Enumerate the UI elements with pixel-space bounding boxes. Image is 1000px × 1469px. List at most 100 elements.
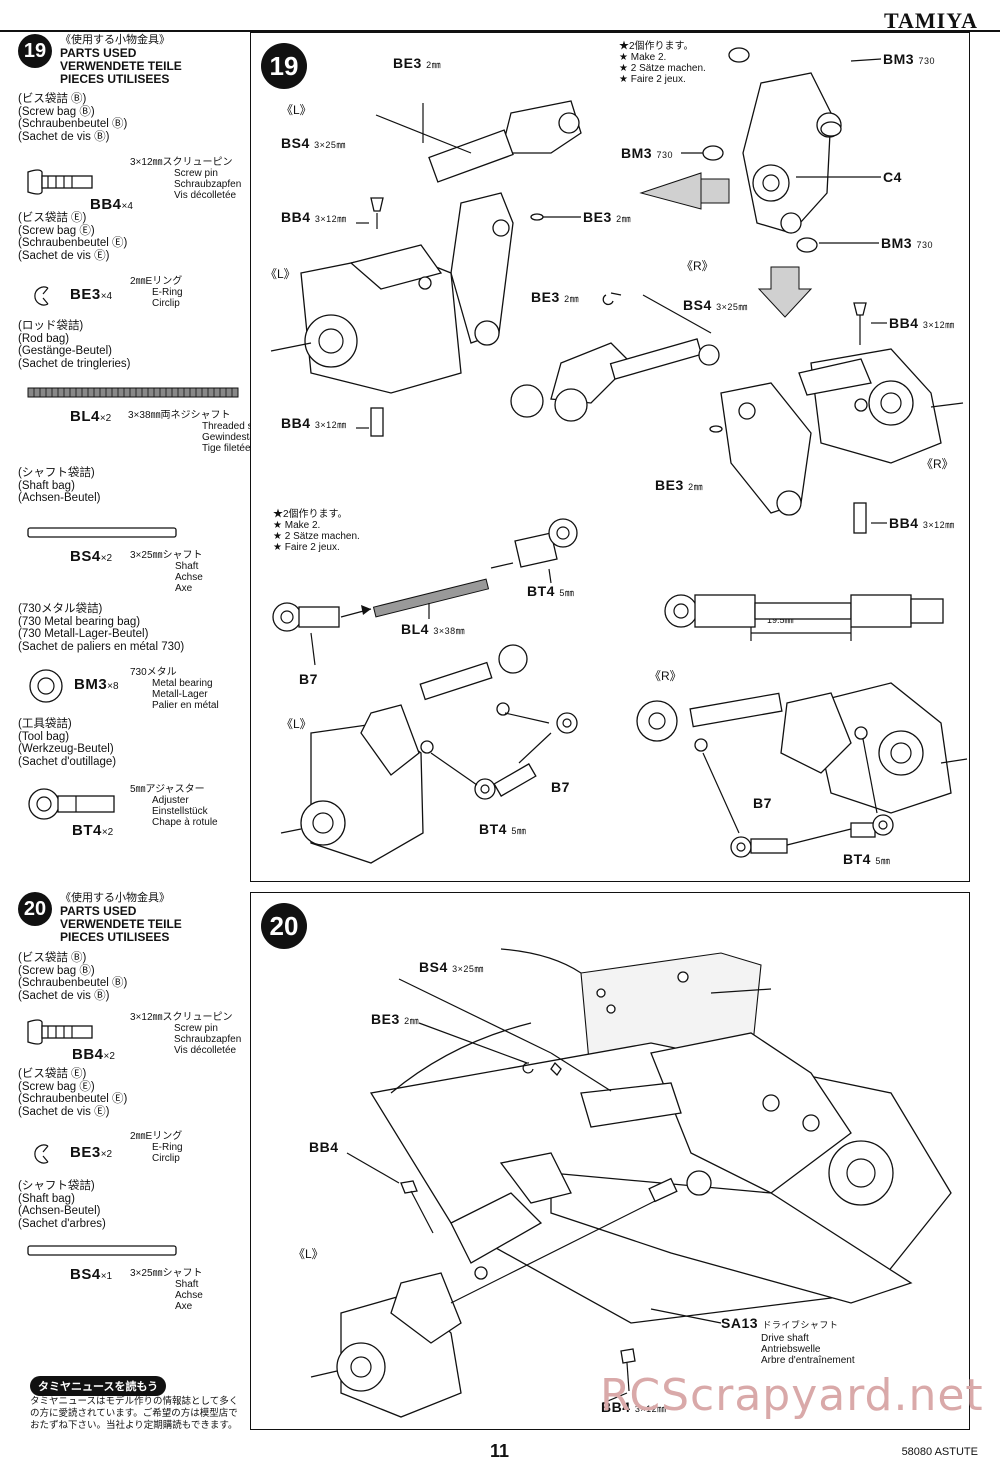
watermark: RCScrapyard.net [600, 1370, 984, 1421]
bag-de: (Werkzeug-Beutel) [18, 743, 114, 755]
bag-jp: (ロッド袋詰) [18, 320, 84, 332]
code: BS4 [683, 297, 712, 313]
step20-illustration [310, 948, 952, 1418]
bag-de: (730 Metall-Lager-Beutel) [18, 628, 149, 640]
label-bt4-right: BT4 5㎜ [843, 851, 890, 867]
threaded-shaft-icon [27, 387, 239, 398]
part-code: BM3 [74, 676, 108, 693]
be3-desc-19: 2㎜Eリング E-Ring Circlip [130, 276, 183, 309]
bag-fr: (Sachet de paliers en métal 730) [18, 640, 185, 653]
note-en: ★ Make 2. [619, 52, 667, 63]
e-ring-icon [34, 286, 49, 306]
dimension-label: 19.5㎜ [767, 615, 794, 625]
brand-logo: TAMIYA [883, 8, 978, 33]
linkage-exploded [272, 518, 578, 666]
part-qty: ×2 [103, 1051, 115, 1062]
parts-header-fr: PIECES UTILISEES [60, 930, 170, 944]
size: 3×38㎜ [433, 626, 466, 636]
label-bb4-20-left: BB4 [309, 1139, 339, 1155]
name-de: Antriebswelle [761, 1344, 821, 1355]
part-code: BE3 [70, 1144, 101, 1161]
name-de: Achse [175, 572, 203, 583]
step19-diagram-badge: 19 [261, 43, 307, 89]
size: 3×12㎜ [314, 214, 347, 224]
name-en: Adjuster [152, 795, 189, 806]
label-be3-mid: BE3 2㎜ [583, 209, 631, 225]
step19-bag-bm3: (730メタル袋詰) (730 Metal bearing bag) (730 … [18, 603, 248, 653]
bag-jp: (工具袋詰) [18, 718, 72, 730]
label-be3-top: BE3 2㎜ [393, 55, 441, 71]
code: BT4 [479, 821, 507, 837]
bb4-code-19: BB4×4 [90, 196, 133, 214]
name-de: Circlip [152, 1153, 180, 1164]
name-de: Gewindestange [202, 432, 272, 443]
note-fr: ★ Faire 2 jeux. [273, 542, 340, 553]
label-bm3-bottom: BM3 730 [881, 235, 933, 251]
parts-header-en: PARTS USED [60, 904, 137, 918]
code: SA13 [721, 1315, 759, 1331]
step19-bag-bb4: (ビス袋詰 Ⓑ) (Screw bag Ⓑ) (Schraubenbeutel … [18, 93, 248, 143]
step20-badge: 20 [18, 892, 52, 926]
size: 3×25㎜ [716, 302, 748, 312]
code: BS4 [281, 135, 310, 151]
part-code: BE3 [70, 286, 101, 303]
code: BL4 [401, 621, 429, 637]
parts-header-de: VERWENDETE TEILE [60, 917, 182, 931]
shaft-icon [27, 1245, 177, 1256]
bag-de: (Schraubenbeutel Ⓑ) [18, 118, 128, 130]
hardware [346, 978, 722, 1404]
step20-diagram-frame: 20 BS4 3×25㎜ BE3 2㎜ BB4 《L》 SA13 ドライブシャフ… [250, 892, 970, 1430]
note-fr: ★ Faire 2 jeux. [619, 74, 686, 85]
bm3-code-19: BM3×8 [74, 676, 119, 694]
name-en: Shaft [175, 1279, 199, 1290]
part-qty: ×2 [100, 1149, 113, 1160]
bag-de: (Achsen-Beutel) [18, 1205, 101, 1217]
step20-parts-column: 20 《使用する小物金具》 PARTS USED VERWENDETE TEIL… [18, 892, 248, 944]
step20-bag-bs4: (シャフト袋詰) (Shaft bag) (Achsen-Beutel) (Sa… [18, 1180, 248, 1230]
label-L-1: 《L》 [281, 103, 312, 117]
bag-de: (Schraubenbeutel Ⓑ) [18, 977, 128, 989]
make2-note-lower: ★2個作ります。 ★ Make 2. ★ 2 Sätze machen. ★ F… [273, 509, 360, 553]
label-bs4-20: BS4 3×25㎜ [419, 959, 484, 975]
be3-code-19: BE3×4 [70, 286, 112, 304]
part-qty: ×2 [99, 413, 112, 424]
model-code: 58080 ASTUTE [901, 1446, 978, 1458]
name-fr: Tige filetée [202, 443, 251, 454]
bag-de: (Schraubenbeutel Ⓔ) [18, 237, 128, 249]
bs4-code-19: BS4×2 [70, 548, 112, 566]
size: 2㎜ [616, 214, 632, 224]
bag-jp: (ビス袋詰 Ⓑ) [18, 93, 87, 105]
bag-fr: (Sachet de vis Ⓑ) [18, 989, 110, 1002]
bs4-desc-19: 3×25㎜シャフト Shaft Achse Axe [130, 550, 203, 594]
part-code: BS4 [70, 1266, 101, 1283]
name-fr: Axe [175, 1301, 193, 1312]
label-be3-right-low: BE3 2㎜ [655, 477, 703, 493]
name-en: Shaft [175, 561, 199, 572]
bag-jp: (730メタル袋詰) [18, 603, 103, 615]
size: 730 [916, 240, 933, 250]
bag-de: (Gestänge-Beutel) [18, 345, 112, 357]
bag-fr: (Sachet de tringleries) [18, 357, 131, 370]
name-en: E-Ring [152, 287, 183, 298]
name-de: Einstellstück [152, 806, 208, 817]
name-de: Schraubzapfen [174, 1034, 242, 1045]
note-jp: ★2個作ります。 [273, 509, 348, 520]
label-L-20: 《L》 [293, 1247, 324, 1261]
code: BE3 [583, 209, 612, 225]
tamiya-news-text: タミヤニュースはモデル作りの情報誌として多くの方に愛読されています。ご希望の方は… [30, 1396, 239, 1431]
note-de: ★ 2 Sätze machen. [619, 63, 706, 74]
shaft-icon [27, 527, 177, 538]
be3-code-20: BE3×2 [70, 1144, 112, 1162]
label-bs4-right: BS4 3×25㎜ [683, 297, 748, 313]
step20-bag-be3: (ビス袋詰 Ⓔ) (Screw bag Ⓔ) (Schraubenbeutel … [18, 1068, 248, 1118]
bm3-desc-19: 730メタル Metal bearing Metall-Lager Palier… [130, 667, 219, 711]
name-de: Schraubzapfen [174, 179, 242, 190]
lower-left-assembly [280, 644, 578, 864]
bag-fr: (Sachet de vis Ⓔ) [18, 249, 110, 262]
size: 3×12㎜ [634, 1404, 667, 1414]
size: 730 [656, 150, 673, 160]
bb4-desc-19: 3×12㎜スクリューピン Screw pin Schraubzapfen Vis… [130, 157, 241, 201]
left-upright-assembly [270, 100, 582, 437]
size: 2㎜ [404, 1016, 420, 1026]
label-bb4-right-top: BB4 3×12㎜ [889, 315, 955, 331]
